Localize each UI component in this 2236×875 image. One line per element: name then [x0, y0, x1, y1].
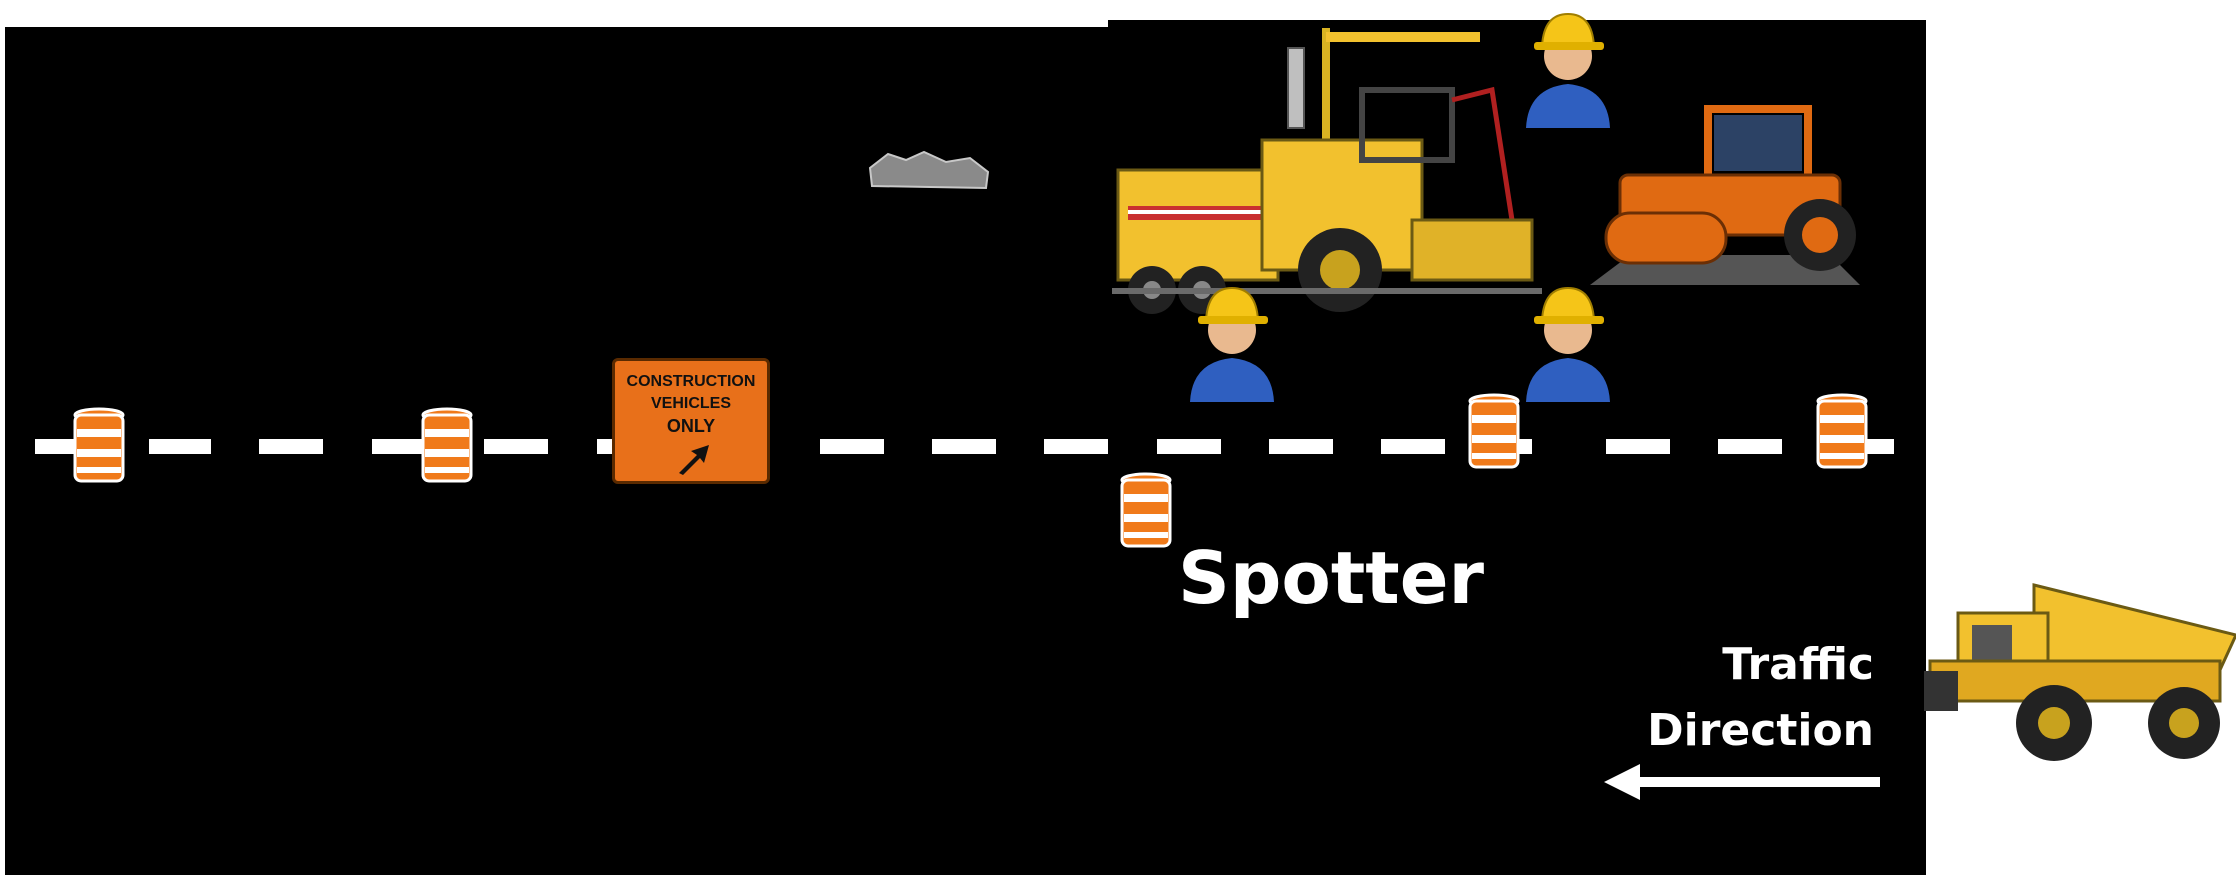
worker-icon — [1518, 2, 1618, 128]
traffic-barrel-icon — [1813, 393, 1871, 475]
traffic-direction-line-1: Traffic — [1647, 632, 1874, 698]
worker-icon — [1518, 276, 1618, 402]
traffic-barrel-icon — [70, 407, 128, 489]
sign-line-2: VEHICLES — [615, 395, 767, 413]
sign-line-3: ONLY — [615, 416, 767, 437]
dump-truck-icon — [1924, 573, 2236, 765]
diagonal-arrow-icon — [673, 441, 713, 477]
asphalt-paver-icon — [1112, 20, 1542, 325]
rock-pile-icon — [866, 146, 992, 194]
traffic-barrel-icon — [1117, 472, 1175, 554]
left-arrow-icon — [1604, 762, 1880, 802]
traffic-direction-line-2: Direction — [1647, 698, 1874, 764]
construction-vehicles-only-sign: CONSTRUCTION VEHICLES ONLY — [612, 358, 770, 484]
worker-icon — [1182, 276, 1282, 402]
road-roller-icon — [1590, 105, 1870, 295]
traffic-direction-label: Traffic Direction — [1647, 632, 1874, 764]
traffic-barrel-icon — [418, 407, 476, 489]
sign-line-1: CONSTRUCTION — [615, 373, 767, 391]
spotter-label: Spotter — [1178, 542, 1484, 614]
traffic-barrel-icon — [1465, 393, 1523, 475]
